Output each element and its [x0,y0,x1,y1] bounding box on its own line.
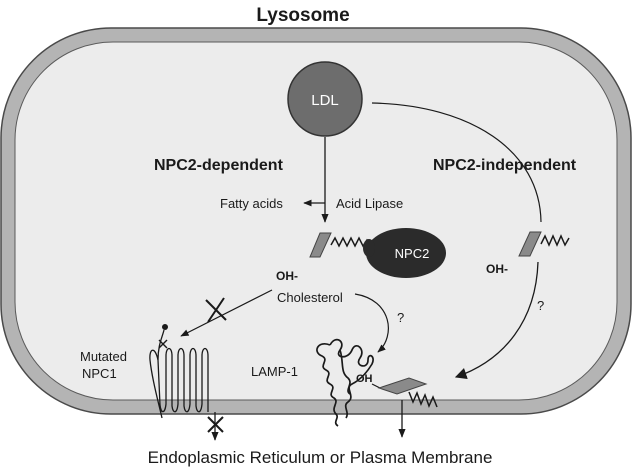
destination-label: Endoplasmic Reticulum or Plasma Membrane [148,448,493,467]
npc2-independent-path [371,102,542,223]
mutated-npc1-label-line1: Mutated [80,349,127,364]
blocked-npc1-arrow [180,289,273,337]
block-cross-icon [205,297,227,323]
ldl-particle [287,61,363,137]
cholesterol-ring-membrane [377,377,428,395]
question-mark-right: ? [537,298,544,313]
mutated-npc1-protein [149,329,209,419]
lysosome-lumen [14,41,618,401]
cholesterol-tail-membrane [408,390,438,409]
cholesterol-tail-right [540,234,570,247]
cholesterol-to-lamp1-arrow [354,293,389,353]
independent-to-membrane-arrow [454,261,539,380]
cholesterol-label: Cholesterol [277,290,343,305]
lamp1-protein [316,338,374,427]
ldl-label: LDL [311,92,339,109]
fatty-acids-label: Fatty acids [220,196,283,211]
cholesterol-ring-right [518,231,542,257]
npc2-pocket [363,239,375,257]
lamp1-oh-label: OH [356,373,373,385]
oh-label-left: OH- [276,269,298,283]
npc2-independent-label: NPC2-independent [433,157,577,174]
cholesterol-ring-left [309,232,332,258]
diagram-title: Lysosome [256,5,349,26]
acid-lipase-label: Acid Lipase [336,196,403,211]
mutated-npc1-label-line2: NPC1 [82,366,117,381]
npc1-sterol-site [162,324,168,330]
lamp1-oh-bond [371,383,381,389]
oh-label-right: OH- [486,262,508,276]
npc2-label: NPC2 [395,246,430,261]
npc1-mutation-cross-icon [158,339,168,349]
npc2-dependent-label: NPC2-dependent [154,157,284,174]
lamp1-label: LAMP-1 [251,364,298,379]
npc1-exit-block-cross-icon [207,416,224,433]
question-mark-center: ? [397,310,404,325]
npc2-protein [366,228,446,278]
